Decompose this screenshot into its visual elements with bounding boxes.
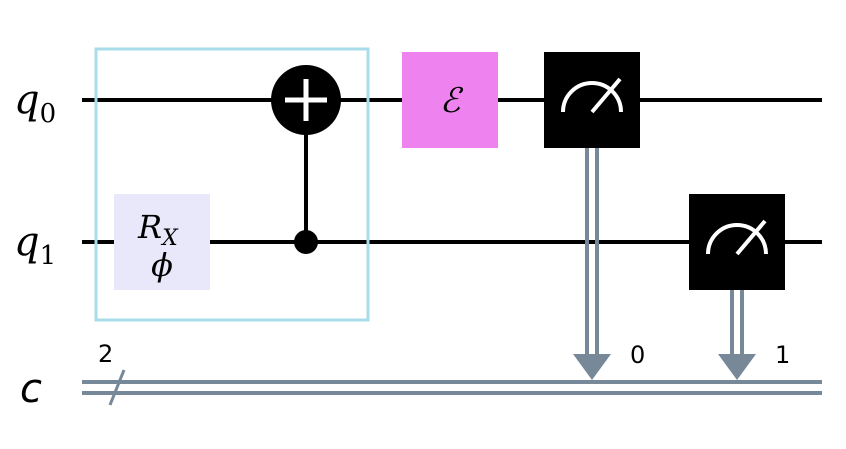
register-width-label: 2 <box>98 340 113 368</box>
meter-needle <box>590 77 622 114</box>
meter-icon <box>706 223 768 255</box>
meter-icon <box>561 81 623 113</box>
cx-gate <box>271 65 341 254</box>
classical-register-label: c <box>20 366 42 412</box>
classical-bit-label-0: 0 <box>630 341 645 369</box>
error-channel-label: ℰ <box>440 81 464 121</box>
rx-gate-param: ϕ <box>151 246 173 284</box>
cx-control-dot <box>294 230 318 254</box>
measure-box-q0 <box>544 52 640 148</box>
qubit-label-q0: q0 <box>14 77 56 129</box>
measurement-arrow-q1 <box>718 354 756 380</box>
measurement-arrow-q0 <box>573 354 611 380</box>
meter-needle <box>735 219 767 256</box>
rx-gate: RX ϕ <box>114 194 210 290</box>
register-width-slash <box>108 369 126 406</box>
rx-gate-name: RX <box>137 208 179 251</box>
measurement-q1 <box>689 194 785 380</box>
error-channel-gate: ℰ <box>402 52 498 148</box>
classical-bit-label-1: 1 <box>775 341 790 369</box>
error-channel-box <box>402 52 498 148</box>
rx-gate-box <box>114 194 210 290</box>
measurement-q0 <box>544 52 640 380</box>
qubit-label-q1: q1 <box>14 219 56 271</box>
gate-group-box <box>94 47 370 322</box>
classical-register-wire <box>82 380 822 395</box>
measure-box-q1 <box>689 194 785 290</box>
